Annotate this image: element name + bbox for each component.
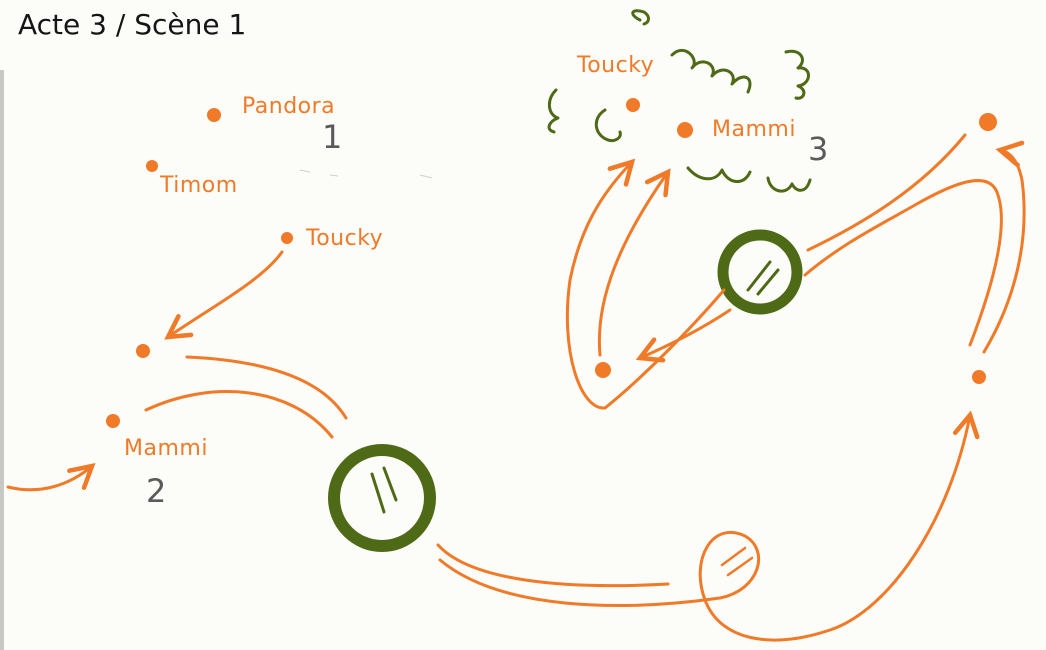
actor-dot-mammi-3 [677, 122, 693, 138]
path-loop-to-right [438, 415, 970, 642]
group-number-1: 1 [322, 118, 342, 156]
path-ring-to-loop-upper [436, 543, 670, 588]
path-right-up [982, 150, 1026, 354]
actor-dot-toucky-3 [626, 98, 640, 112]
actor-dot-right-upper [979, 113, 997, 131]
scribble-upper-right [670, 48, 752, 94]
path-dot-to-mammi-3 [597, 172, 668, 357]
scribble-top [631, 9, 650, 26]
actor-dot-timom [146, 160, 158, 172]
actor-label-toucky-1: Toucky [305, 226, 383, 251]
ring-center-upper [717, 229, 803, 315]
ring-upper-mark [746, 260, 780, 296]
group-number-2: 2 [146, 472, 166, 510]
crowd-scribble [547, 9, 812, 193]
actor-label-mammi-2: Mammi [124, 436, 208, 461]
loop-hatch [720, 546, 754, 577]
scribble-left [547, 88, 560, 134]
actor-dot-toucky-2 [136, 344, 150, 358]
path-upper-ring-to-top-right [806, 133, 967, 252]
path-mammi-to-ring [144, 390, 334, 439]
path-toucky-to-ring [185, 355, 348, 420]
actor-dot-upper-left [595, 362, 611, 378]
page-edge-shadow [0, 70, 4, 650]
pencil-marks [299, 169, 433, 179]
actor-dot-right-lower [972, 370, 986, 384]
actor-dot-pandora [207, 108, 221, 122]
movement-arrow-toucky [168, 250, 284, 337]
entry-arrow-mammi [6, 466, 92, 492]
path-right-to-upper-ring [803, 179, 1003, 347]
actor-label-toucky-3: Toucky [576, 53, 654, 78]
ring-lower-mark [370, 466, 398, 514]
scribble-left-inner [594, 108, 622, 142]
scribble-bottom-right [766, 176, 812, 193]
scribble-bottom [686, 166, 752, 183]
group-number-3: 3 [808, 130, 828, 168]
page-title: Acte 3 / Scène 1 [18, 8, 246, 41]
actor-dot-toucky-1 [281, 232, 293, 244]
ring-center-lower [328, 444, 436, 552]
path-loop-to-toucky-3 [565, 162, 726, 410]
scribble-far-right [784, 49, 810, 100]
path-upper-ring-to-dot [640, 308, 732, 358]
actor-label-timom: Timom [159, 173, 238, 198]
actor-label-mammi-3: Mammi [712, 117, 796, 142]
actor-label-pandora: Pandora [242, 94, 335, 119]
actor-dot-mammi-2 [106, 414, 120, 428]
